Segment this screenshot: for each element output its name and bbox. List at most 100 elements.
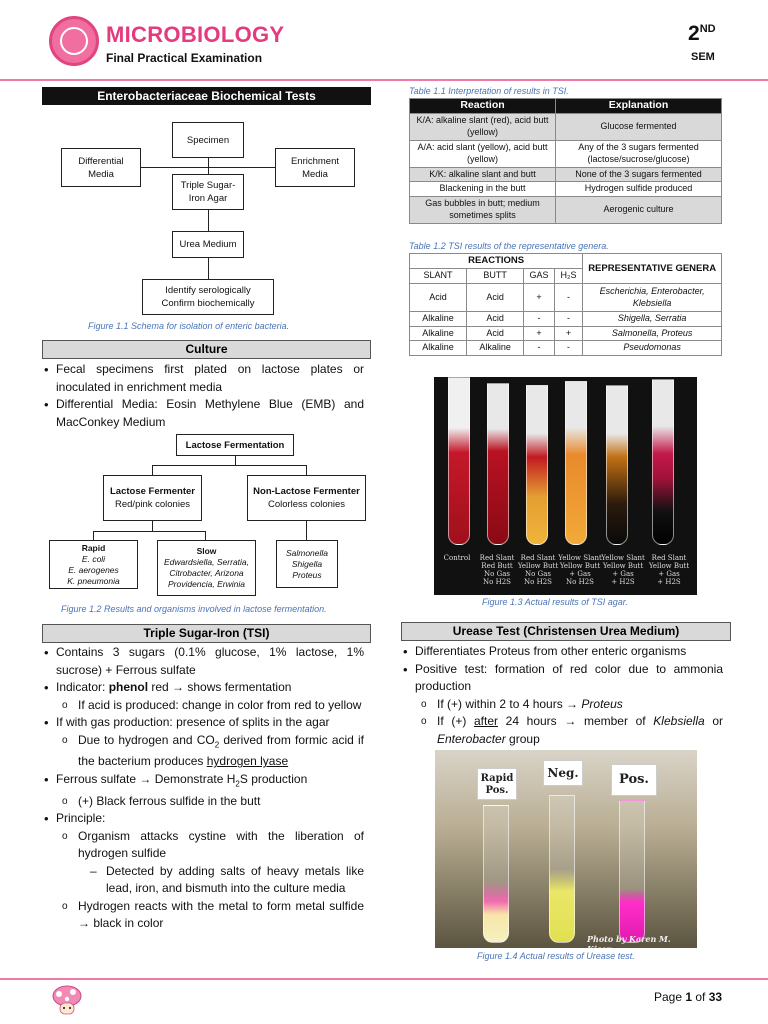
list-item: Detected by adding salts of heavy metals… [42,863,364,898]
table-cell: Blackening in the butt [409,181,556,197]
tube-label: Control [443,554,471,562]
table-cell: - [553,311,584,327]
column-header: REPRESENTATIVE GENERA [582,253,722,284]
section-heading-tsi: Triple Sugar-Iron (TSI) [42,624,371,643]
figure-1-3-caption: Figure 1.3 Actual results of TSI agar. [482,597,628,607]
table-cell: Acid [466,283,525,312]
page-title: MICROBIOLOGY [106,22,285,47]
microbiology-logo [49,16,99,66]
semester-label: SEM [691,51,715,63]
mushroom-mascot-icon [52,985,82,1015]
tube-red-yellow [526,385,548,545]
table-cell: Hydrogen sulfide produced [555,181,722,197]
table-row: Alkaline Alkaline - - Pseudomonas [408,340,722,356]
table-row: A/A: acid slant (yellow), acid butt (yel… [409,139,722,168]
tsi-content: Contains 3 sugars (0.1% glucose, 1% lact… [42,644,364,933]
flow-connector [93,531,94,540]
tube-yellow-h2s [606,385,628,545]
table-1-2-caption: Table 1.2 TSI results of the representat… [409,241,609,251]
table-cell: + [523,283,555,312]
flow-box-non-lactose-organisms: Salmonella Shigella Proteus [276,540,338,588]
table-1-1-caption: Table 1.1 Interpretation of results in T… [409,86,569,96]
table-cell: Alkaline [466,340,525,356]
flow-box-slow: Slow Edwardsiella, Serratia, Citrobacter… [157,540,256,596]
flow-connector [208,258,209,279]
flow-connector [306,465,307,475]
column-subheader: SLANT [408,268,468,284]
section-heading-urease: Urease Test (Christensen Urea Medium) [401,622,731,641]
table-cell: Alkaline [408,325,468,341]
table-row: Alkaline Acid - - Shigella, Serratia [408,311,722,327]
tube-positive [619,800,645,943]
table-cell: + [553,325,584,341]
table-cell: Alkaline [408,311,468,327]
table-row: Alkaline Acid + + Salmonella, Proteus [408,325,722,341]
table-cell: Acid [408,283,468,312]
semester-number: 2ND [688,22,716,45]
table-cell: - [523,311,555,327]
column-subheader: BUTT [466,268,525,284]
table-row: K/A: alkaline slant (red), acid butt (ye… [409,112,722,141]
tube-control [448,377,470,545]
figure-1-2-caption: Figure 1.2 Results and organisms involve… [61,604,327,614]
flow-box-specimen: Specimen [172,122,244,158]
list-item: (+) Black ferrous sulfide in the butt [42,793,364,811]
flow-connector [306,521,307,540]
list-item: Hydrogen reacts with the metal to form m… [42,898,364,933]
flow-box-tsi: Triple Sugar-Iron Agar [172,174,244,210]
section-heading-biochemical-tests: Enterobacteriaceae Biochemical Tests [42,87,371,105]
table-cell: Any of the 3 sugars fermented (lactose/s… [555,139,722,168]
flow-connector [152,465,153,475]
tube-red-red [487,383,509,545]
section-heading-culture: Culture [42,340,371,359]
table-cell: + [523,325,555,341]
page-number: Page 1 of 33 [654,990,723,1004]
column-header: REACTIONS [408,253,584,269]
list-item: If with gas production: presence of spli… [42,714,364,732]
table-cell: Aerogenic culture [555,195,722,224]
table-cell: - [553,283,584,312]
column-header: Explanation [555,98,722,114]
table-cell: Acid [466,311,525,327]
list-item: Indicator: phenol red → shows fermentati… [42,679,364,697]
culture-list: Fecal specimens first plated on lactose … [42,361,364,431]
urease-content: Differentiates Proteus from other enteri… [401,643,723,748]
page-subtitle: Final Practical Examination [106,51,263,65]
column-subheader: H₂S [553,268,584,284]
table-cell: Glucose fermented [555,112,722,141]
table-header-row: REACTIONS REPRESENTATIVE GENERA [408,253,722,284]
header-divider [0,79,768,81]
list-item: If acid is produced: change in color fro… [42,697,364,715]
list-item: Due to hydrogen and CO2 derived from for… [42,732,364,771]
table-cell: Salmonella, Proteus [582,325,722,341]
tube-rapid-positive [483,805,509,943]
table-cell: - [553,340,584,356]
table-cell: - [523,340,555,356]
list-item: Ferrous sulfate → Demonstrate H2S produc… [42,771,364,793]
table-cell: Gas bubbles in butt; medium sometimes sp… [409,195,556,224]
flow-connector [152,465,307,466]
tube-negative [549,795,575,943]
tsi-interpretation-table: Reaction Explanation K/A: alkaline slant… [409,98,722,224]
table-cell: Shigella, Serratia [582,311,722,327]
table-cell: Acid [466,325,525,341]
figure-1-4-caption: Figure 1.4 Actual results of Urease test… [477,951,635,961]
flow-box-rapid: Rapid E. coli E. aerogenes K. pneumonia [49,540,138,589]
flow-box-urea: Urea Medium [172,231,244,258]
flow-connector [152,521,153,531]
tube-yellow-yellow-gas [565,381,587,545]
label-pos: Pos. [611,764,657,796]
flow-connector [205,531,206,540]
table-header-row: Reaction Explanation [409,98,722,114]
photo-credit: Photo by Karen M. Kiser [587,934,671,948]
